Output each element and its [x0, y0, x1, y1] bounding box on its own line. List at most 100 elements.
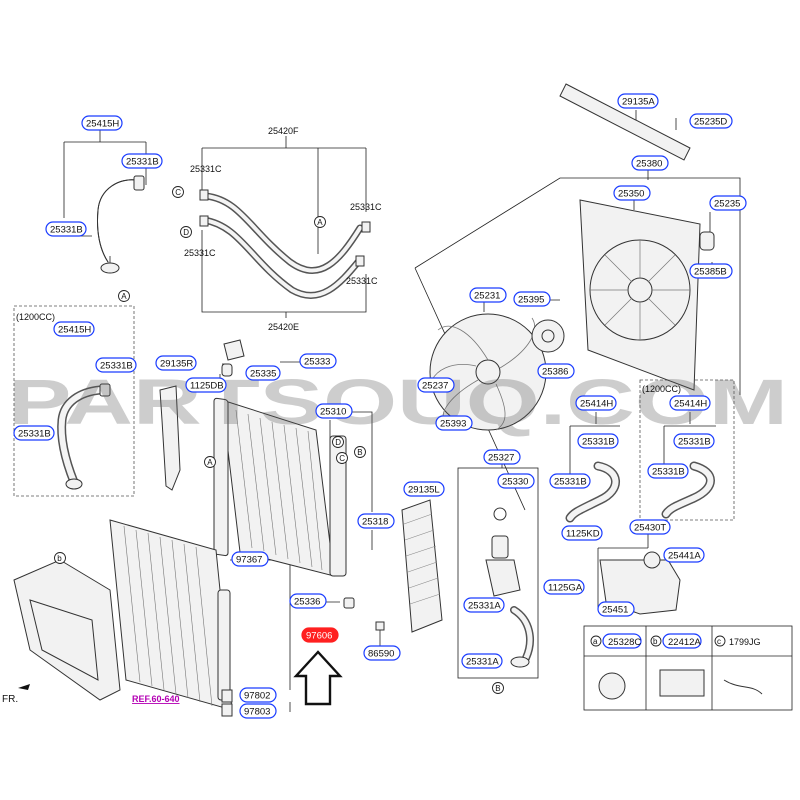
part-callout-25333-9[interactable]: 25333: [299, 353, 337, 369]
svg-text:1125DB: 1125DB: [190, 381, 224, 392]
part-callout-25331B-5[interactable]: 25331B: [13, 425, 55, 441]
svg-text:25336: 25336: [294, 597, 320, 608]
part-callout-97803-16[interactable]: 97803: [239, 703, 277, 719]
part-callout-25331B-2[interactable]: 25331B: [45, 221, 87, 237]
part-callout-25451-44[interactable]: 25451: [597, 601, 635, 617]
part-callout-25415H-0[interactable]: 25415H: [81, 115, 123, 131]
svg-text:A: A: [121, 292, 127, 301]
svg-text:25331B: 25331B: [18, 429, 51, 440]
part-callout-97367-12[interactable]: 97367: [231, 551, 269, 567]
svg-text:b: b: [57, 554, 62, 563]
svg-text:25414H: 25414H: [674, 399, 707, 410]
svg-text:A: A: [207, 458, 213, 467]
part-callout-25414H-37[interactable]: 25414H: [669, 395, 711, 411]
part-callout-25395-24[interactable]: 25395: [513, 291, 551, 307]
part-callout-25331B-35[interactable]: 25331B: [577, 433, 619, 449]
svg-text:1125GA: 1125GA: [548, 583, 583, 594]
part-callout-25318-11[interactable]: 25318: [357, 513, 395, 529]
svg-text:22412A: 22412A: [668, 637, 701, 648]
part-callout-25330-20[interactable]: 25330: [497, 473, 535, 489]
svg-text:25335: 25335: [250, 369, 276, 380]
circle-letter-b-7: B: [354, 446, 366, 458]
svg-text:25328C: 25328C: [608, 637, 641, 648]
part-callout-25386-25[interactable]: 25386: [537, 363, 575, 379]
label-25331C-3: 25331C: [350, 202, 382, 212]
part-callout-29135L-18[interactable]: 29135L: [403, 481, 445, 497]
part-callout-1125KD-40[interactable]: 1125KD: [561, 525, 603, 541]
part-callout-25441A-42[interactable]: 25441A: [663, 547, 705, 563]
part-callout-97606-14[interactable]: 97606: [301, 627, 339, 643]
part-callout-25331B-1[interactable]: 25331B: [121, 153, 163, 169]
part-callout-1125GA-43[interactable]: 1125GA: [543, 579, 585, 595]
engine-label-left: (1200CC): [16, 312, 55, 322]
svg-text:25331B: 25331B: [126, 157, 159, 168]
label-25331C-4: 25331C: [346, 276, 378, 286]
part-callout-97802-15[interactable]: 97802: [239, 687, 277, 703]
drawings: [13, 83, 793, 717]
engine-label-right: (1200CC): [642, 384, 681, 394]
circle-letter-a-0: A: [118, 290, 130, 302]
svg-text:25414H: 25414H: [580, 399, 613, 410]
part-callout-25393-27[interactable]: 25393: [435, 415, 473, 431]
part-callout-1125DB-7[interactable]: 1125DB: [185, 377, 227, 393]
svg-text:25330: 25330: [502, 477, 528, 488]
part-callout-25331A-22[interactable]: 25331A: [461, 653, 503, 669]
part-callout-25415H-3[interactable]: 25415H: [53, 321, 95, 337]
legend-code-22412A[interactable]: 22412A: [662, 633, 702, 649]
part-callout-29135R-6[interactable]: 29135R: [155, 355, 197, 371]
legend-code-25328C[interactable]: 25328C: [602, 633, 642, 649]
svg-text:86590: 86590: [368, 649, 394, 660]
legend-letter-c: c: [714, 635, 726, 647]
part-callout-25231-23[interactable]: 25231: [469, 287, 507, 303]
svg-text:25395: 25395: [518, 295, 544, 306]
part-callout-25414H-34[interactable]: 25414H: [575, 395, 617, 411]
part-callout-25235-32[interactable]: 25235: [709, 195, 747, 211]
svg-text:25235D: 25235D: [694, 117, 727, 128]
part-callout-25310-10[interactable]: 25310: [315, 403, 353, 419]
svg-text:25331B: 25331B: [554, 477, 587, 488]
svg-text:D: D: [335, 438, 341, 447]
part-callout-25235D-29[interactable]: 25235D: [689, 113, 733, 129]
svg-text:25310: 25310: [320, 407, 346, 418]
part-callout-25331B-39[interactable]: 25331B: [647, 463, 689, 479]
svg-text:25331B: 25331B: [678, 437, 711, 448]
legend-code-1799JG[interactable]: 1799JG: [729, 637, 761, 647]
part-callout-25331B-38[interactable]: 25331B: [673, 433, 715, 449]
label-25331C-2: 25331C: [184, 248, 216, 258]
svg-text:25385B: 25385B: [694, 267, 727, 278]
svg-text:25331A: 25331A: [466, 657, 499, 668]
svg-text:1125KD: 1125KD: [566, 529, 600, 540]
part-callout-25237-26[interactable]: 25237: [417, 377, 455, 393]
watermark: PARTSOUQ.COM: [8, 366, 788, 438]
part-callout-25331A-21[interactable]: 25331A: [463, 597, 505, 613]
part-callout-25331B-4[interactable]: 25331B: [95, 357, 137, 373]
svg-text:25350: 25350: [618, 189, 644, 200]
part-callout-25350-31[interactable]: 25350: [613, 185, 651, 201]
part-callout-25327-19[interactable]: 25327: [483, 449, 521, 465]
label-25420F: 25420F: [268, 126, 299, 136]
legend-row: a b c 25328C 22412A 1799JG: [590, 633, 761, 649]
part-callouts: 25415H 25331B 25331B 25415H 25331B 25331B 2913…: [13, 93, 747, 719]
svg-text:97367: 97367: [236, 555, 262, 566]
part-callout-25331B-36[interactable]: 25331B: [549, 473, 591, 489]
circle-letter-d-2: D: [180, 226, 192, 238]
front-label: FR.: [2, 694, 18, 705]
svg-text:29135L: 29135L: [408, 485, 440, 496]
part-callout-25336-13[interactable]: 25336: [289, 593, 327, 609]
part-callout-86590-17[interactable]: 86590: [363, 645, 401, 661]
part-callout-25430T-41[interactable]: 25430T: [629, 519, 671, 535]
part-callout-25335-8[interactable]: 25335: [245, 365, 281, 381]
svg-text:25235: 25235: [714, 199, 740, 210]
svg-text:25451: 25451: [602, 605, 628, 616]
circle-letter-b-8: B: [492, 682, 504, 694]
part-callout-25380-30[interactable]: 25380: [631, 155, 669, 171]
part-callout-25385B-33[interactable]: 25385B: [689, 263, 733, 279]
svg-text:25331B: 25331B: [50, 225, 83, 236]
svg-text:a: a: [593, 637, 598, 646]
circle-letter-d-5: D: [332, 436, 344, 448]
ref-link[interactable]: REF.60-640: [132, 694, 180, 704]
svg-text:25318: 25318: [362, 517, 388, 528]
svg-text:25331B: 25331B: [100, 361, 133, 372]
part-callout-29135A-28[interactable]: 29135A: [617, 93, 659, 109]
